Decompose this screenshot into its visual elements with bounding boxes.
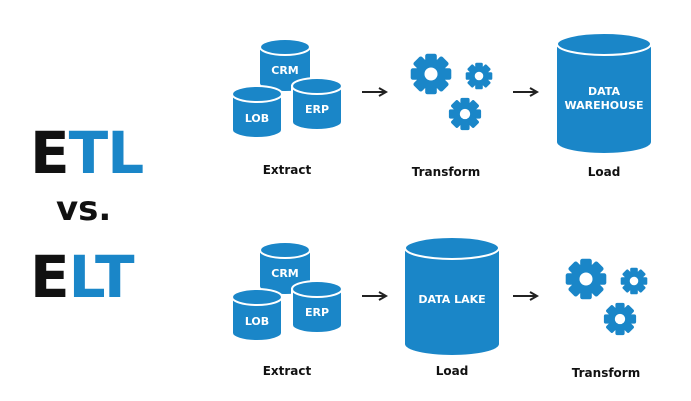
etl-title: ETL bbox=[30, 124, 144, 182]
data-lake-label: DATA LAKE bbox=[418, 293, 485, 306]
lob-label: LOB bbox=[245, 112, 269, 125]
etl-sources-group: CRM LOB ERP bbox=[231, 38, 343, 139]
warehouse-label-line2: WAREHOUSE bbox=[564, 99, 643, 112]
crm-label: CRM bbox=[271, 267, 299, 280]
etl-step-transform: Transform bbox=[411, 165, 481, 179]
etl-step-load: Load bbox=[587, 165, 621, 179]
vs-label: vs. bbox=[56, 189, 112, 229]
elt-sources-group: CRM LOB ERP bbox=[231, 241, 343, 342]
etl-step-extract: Extract bbox=[262, 163, 312, 177]
erp-database-icon: ERP bbox=[291, 280, 343, 334]
erp-database-icon: ERP bbox=[291, 77, 343, 131]
elt-gears-icon bbox=[565, 258, 648, 336]
erp-label: ERP bbox=[305, 103, 329, 116]
elt-step-load: Load bbox=[435, 364, 469, 378]
elt-title-first-letter: E bbox=[30, 243, 70, 311]
warehouse-label-line1: DATA bbox=[588, 85, 620, 98]
erp-label: ERP bbox=[305, 306, 329, 319]
elt-title: ELT bbox=[30, 248, 135, 306]
lob-label: LOB bbox=[245, 315, 269, 328]
data-warehouse-icon: DATA WAREHOUSE bbox=[556, 32, 652, 153]
elt-step-extract: Extract bbox=[262, 364, 312, 378]
crm-label: CRM bbox=[271, 64, 299, 77]
lob-database-icon: LOB bbox=[231, 288, 283, 342]
etl-title-rest: TL bbox=[68, 119, 145, 187]
elt-step-transform: Transform bbox=[571, 366, 641, 380]
elt-title-rest: LT bbox=[68, 243, 135, 311]
data-lake-icon: DATA LAKE bbox=[404, 236, 500, 355]
lob-database-icon: LOB bbox=[231, 85, 283, 139]
etl-title-first-letter: E bbox=[30, 119, 70, 187]
etl-gears-icon bbox=[410, 53, 493, 131]
